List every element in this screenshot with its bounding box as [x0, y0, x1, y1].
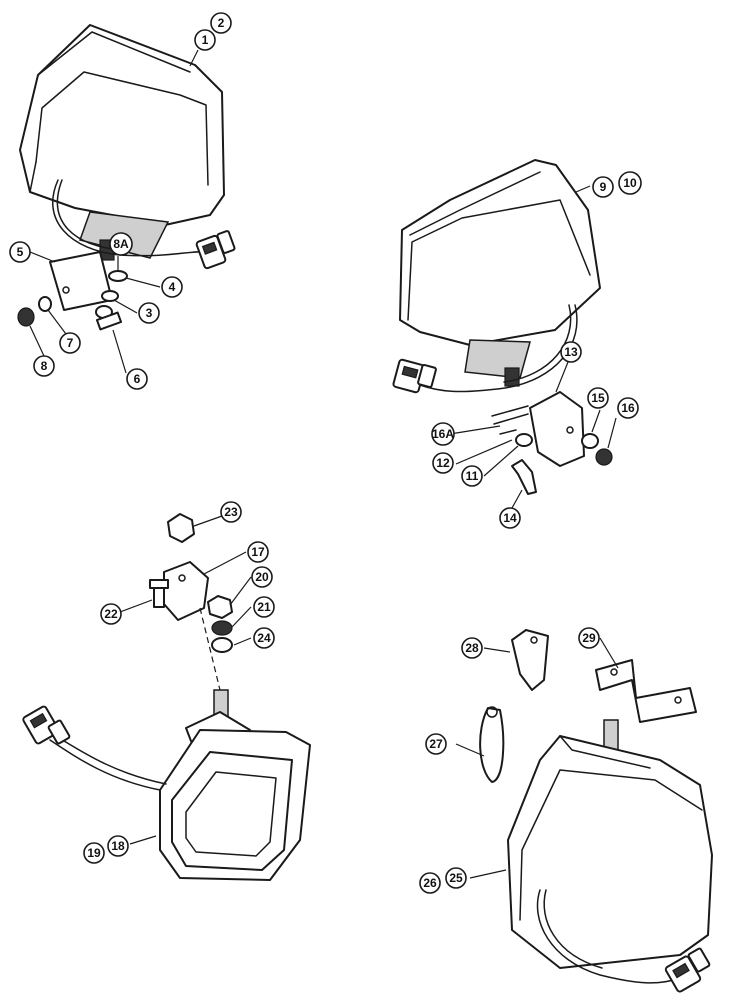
callout-21: 21 [253, 596, 275, 618]
callout-5: 5 [9, 241, 31, 263]
callout-16a: 16A [431, 422, 455, 446]
lamp-assembly-top-right [392, 159, 613, 495]
svg-text:12: 12 [436, 456, 450, 470]
svg-text:5: 5 [17, 245, 24, 259]
svg-text:8: 8 [41, 359, 48, 373]
callout-20: 20 [251, 566, 273, 588]
svg-text:20: 20 [255, 570, 269, 584]
strap-27 [479, 707, 505, 783]
callout-23: 23 [220, 501, 242, 523]
callout-15: 15 [587, 387, 609, 409]
svg-text:26: 26 [423, 876, 437, 890]
lamp-housing-9 [399, 159, 601, 346]
svg-text:8A: 8A [113, 237, 129, 251]
svg-text:10: 10 [623, 176, 637, 190]
callout-1: 1 [194, 29, 216, 51]
callout-13: 13 [560, 341, 582, 363]
bracket-5 [49, 251, 113, 311]
svg-text:21: 21 [257, 600, 271, 614]
svg-text:9: 9 [600, 180, 607, 194]
svg-text:18: 18 [111, 839, 125, 853]
callout-11: 11 [461, 465, 483, 487]
svg-text:7: 7 [67, 336, 74, 350]
callout-28: 28 [461, 637, 483, 659]
svg-text:16A: 16A [432, 427, 454, 441]
svg-text:1: 1 [202, 33, 209, 47]
callout-16: 16 [617, 397, 639, 419]
svg-text:15: 15 [591, 391, 605, 405]
bracket-29 [595, 659, 697, 723]
callout-6: 6 [126, 368, 148, 390]
svg-text:6: 6 [134, 372, 141, 386]
callout-9: 9 [592, 176, 614, 198]
callout-17: 17 [247, 541, 269, 563]
callout-24: 24 [253, 627, 275, 649]
callout-12: 12 [432, 452, 454, 474]
callout-7: 7 [59, 332, 81, 354]
svg-text:27: 27 [429, 737, 443, 751]
bracket-28 [511, 629, 549, 691]
svg-text:28: 28 [465, 641, 479, 655]
bracket-13 [529, 391, 585, 467]
callout-10: 10 [618, 171, 642, 195]
callout-8: 8 [33, 355, 55, 377]
svg-text:3: 3 [146, 306, 153, 320]
svg-text:29: 29 [582, 631, 596, 645]
callout-29: 29 [578, 627, 600, 649]
svg-text:19: 19 [87, 846, 101, 860]
leader-lines [29, 49, 619, 879]
svg-text:23: 23 [224, 505, 238, 519]
svg-text:16: 16 [621, 401, 635, 415]
lamp-housing-1 [19, 24, 225, 226]
callout-4: 4 [161, 276, 183, 298]
svg-text:24: 24 [257, 631, 271, 645]
connector-1 [195, 230, 236, 270]
svg-text:13: 13 [564, 345, 578, 359]
callout-19: 19 [83, 842, 105, 864]
lamp-assembly-bottom-left [22, 513, 311, 881]
callouts: 1 2 5 8A 4 3 7 8 6 9 10 13 15 16 16A 12 … [9, 12, 642, 894]
lens-18 [171, 751, 293, 871]
connector-2 [392, 358, 437, 394]
callout-26: 26 [419, 872, 441, 894]
lamp-housing-25 [507, 735, 713, 969]
svg-text:17: 17 [251, 545, 265, 559]
svg-text:14: 14 [503, 511, 517, 525]
svg-text:25: 25 [449, 871, 463, 885]
callout-3: 3 [138, 302, 160, 324]
callout-22: 22 [100, 603, 122, 625]
svg-text:4: 4 [169, 280, 176, 294]
callout-27: 27 [425, 733, 447, 755]
callout-14: 14 [499, 507, 521, 529]
svg-text:2: 2 [218, 16, 225, 30]
svg-text:22: 22 [104, 607, 118, 621]
callout-2: 2 [210, 12, 232, 34]
connector-4 [664, 947, 711, 993]
lamp-assembly-bottom-right [479, 629, 713, 993]
callout-25: 25 [445, 867, 467, 889]
svg-text:11: 11 [466, 469, 479, 483]
callout-8a: 8A [109, 232, 133, 256]
lamp-assembly-top-left [17, 24, 236, 331]
connector-3 [22, 705, 71, 745]
callout-18: 18 [107, 835, 129, 857]
